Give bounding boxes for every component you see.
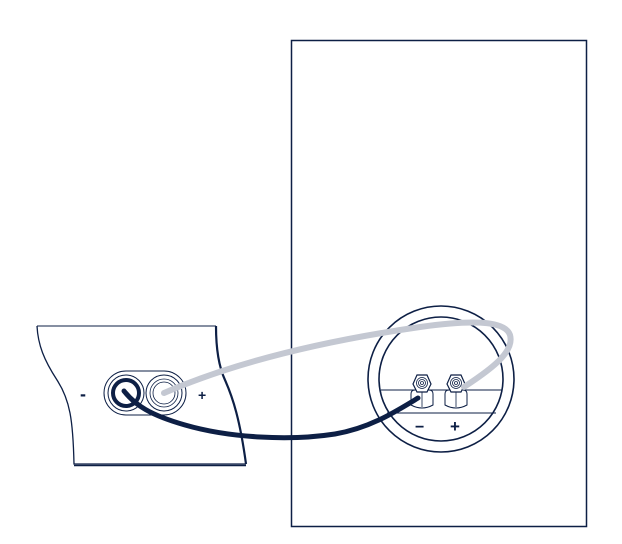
positive-wire	[161, 319, 514, 396]
speaker-negative-label: −	[415, 419, 424, 436]
negative-binding-post-icon	[410, 374, 434, 409]
speaker-positive-label: +	[450, 417, 460, 436]
amp-negative-label: -	[80, 384, 86, 404]
amplifier-panel	[36, 325, 248, 467]
amplifier-terminals: - +	[80, 370, 206, 416]
speaker-terminal-cup: − +	[367, 305, 515, 453]
negative-wire	[121, 388, 421, 441]
positive-binding-post-icon	[444, 374, 468, 409]
speaker-cabinet	[290, 39, 588, 528]
amp-positive-label: +	[198, 387, 206, 403]
